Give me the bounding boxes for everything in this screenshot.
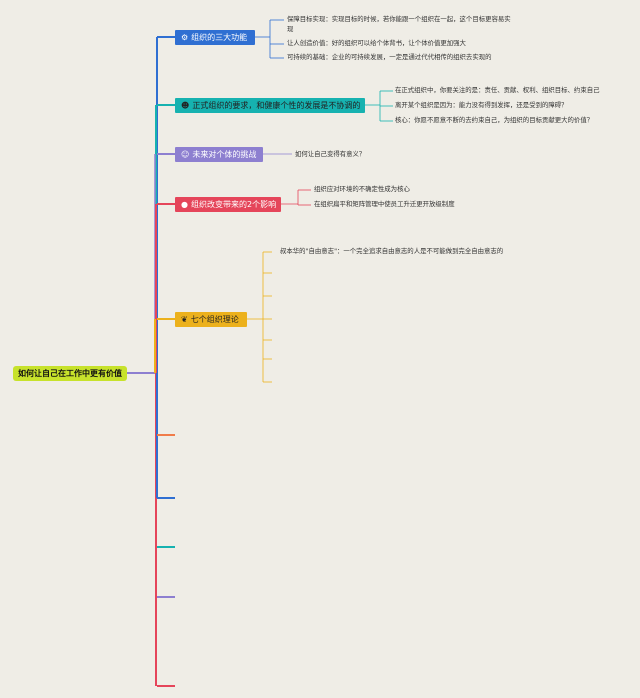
branch-label: 七个组织理论 [190,315,239,324]
branch-node-future[interactable]: ☺ 未来对个体的挑战 [175,147,263,162]
leaf-text: 在正式组织中，你要关注的是：责任、贡献、权利、组织目标、约束自己 [395,86,600,94]
branch-node-functions[interactable]: ⚙ 组织的三大功能 [175,30,255,45]
branch-label: 组织改变带来的2个影响 [190,200,277,209]
gear-icon: ⚙ [181,32,189,42]
root-label: 如何让自己在工作中更有价值 [18,369,122,378]
branch-node-conflict[interactable]: ☻ 正式组织的要求，和健康个性的发展是不协调的 [175,98,365,113]
face-icon: ☺ [181,149,190,159]
leaf-text: 核心：你愿不愿意不断的去约束自己，为组织的目标贡献更大的价值？ [395,116,594,124]
people-icon: ☻ [181,100,190,110]
branch-label: 正式组织的要求，和健康个性的发展是不协调的 [192,101,361,110]
leaf-text: 在组织扁平和矩阵管理中使员工升迁更开放级制度 [314,200,455,208]
leaf-icon: ❦ [181,314,188,324]
branch-label: 组织的三大功能 [191,33,248,42]
leaf-text: 让人创造价值：好的组织可以给个体背书，让个体价值更加强大 [287,39,466,47]
leaf-text: 叔本华的"自由意志"：一个完全追求自由意志的人是不可能做到完全自由意志的 [280,247,504,255]
leaf-text: 现 [287,25,294,33]
globe-icon: ● [181,199,188,209]
branch-label: 未来对个体的挑战 [192,150,257,159]
branch-node-change[interactable]: ● 组织改变带来的2个影响 [175,197,281,212]
leaf-text: 可持续的基础：企业的可持续发展，一定是通过代代相传的组织去实现的 [287,53,492,61]
root-node[interactable]: 如何让自己在工作中更有价值 [13,366,127,381]
leaf-text: 离开某个组织是因为：能力没有得到发挥，还是受到的障碍？ [395,101,568,109]
leaf-text: 组织应对环境的不确定性成为核心 [314,185,410,193]
branch-node-theories[interactable]: ❦ 七个组织理论 [175,312,247,327]
leaf-text: 保障目标实现：实现目标的时候，若你能跟一个组织在一起，这个目标更容易实 [287,15,511,23]
leaf-text: 如何让自己变得有意义？ [295,150,366,158]
